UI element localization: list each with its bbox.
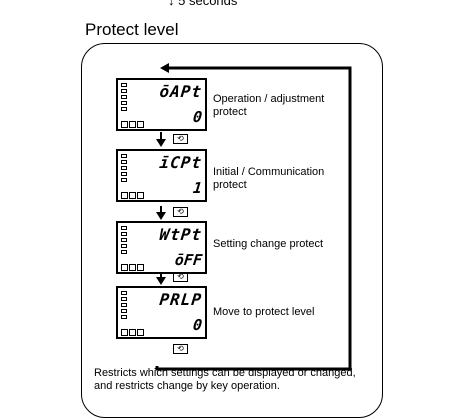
down-arrow-icon: ↓ (168, 0, 175, 8)
parameter-value: 1 (192, 179, 203, 197)
seconds-label: 5 seconds (178, 0, 238, 8)
display-setting-change-protect: WtPt ōFF (116, 221, 207, 274)
section-title: Protect level (85, 20, 179, 39)
label-operation-adjustment-protect: Operation / adjustment protect (213, 93, 325, 118)
cycle-key-icon: ⟲ (173, 207, 188, 217)
parameter-code: ōAPt (158, 82, 204, 101)
display-move-to-protect-level: PRLP 0 (116, 286, 207, 339)
parameter-code: PRLP (158, 290, 204, 309)
down-arrows (156, 132, 166, 285)
footer-note: Restricts which settings can be displaye… (94, 367, 356, 392)
label-setting-change-protect: Setting change protect (213, 238, 324, 250)
parameter-code: īCPt (158, 153, 204, 172)
cycle-key-icon: ⟲ (173, 134, 188, 144)
return-loop-line (155, 66, 352, 371)
parameter-value: 0 (192, 108, 203, 126)
cycle-key-icon: ⟲ (173, 272, 188, 282)
return-arrow-head (160, 63, 169, 73)
cycle-key-icon: ⟲ (173, 344, 188, 354)
parameter-value: ōFF (173, 251, 203, 269)
display-operation-adjustment-protect: ōAPt 0 (116, 78, 207, 131)
parameter-code: WtPt (158, 225, 204, 244)
parameter-value: 0 (192, 316, 203, 334)
top-cut-caption: ↓ 5 seconds (168, 0, 237, 8)
label-initial-communication-protect: Initial / Communication protect (213, 166, 325, 191)
label-move-to-protect-level: Move to protect level (213, 306, 315, 318)
display-initial-communication-protect: īCPt 1 (116, 149, 207, 202)
